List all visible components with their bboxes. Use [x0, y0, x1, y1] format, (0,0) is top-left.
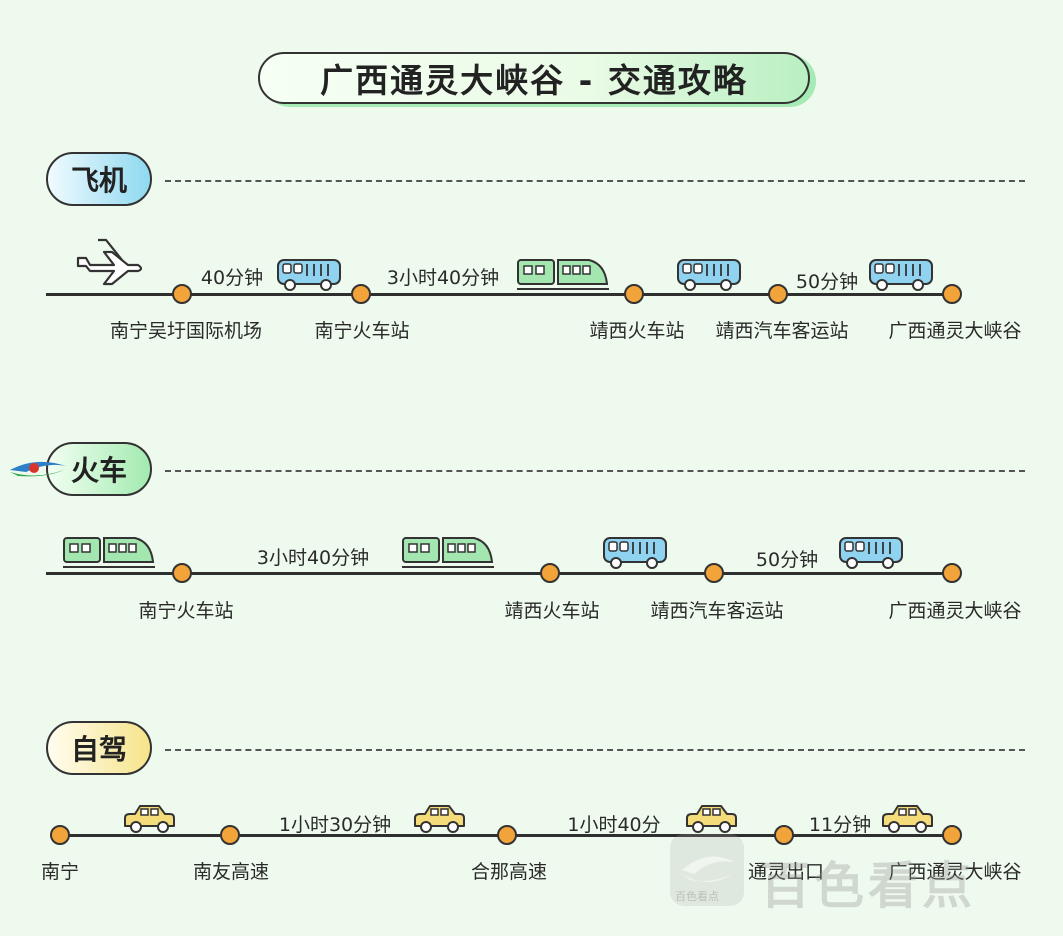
section-label-drive-text: 自驾	[70, 733, 127, 766]
route-line	[46, 293, 956, 296]
duration-label: 3小时40分钟	[256, 547, 370, 569]
stop-label: 靖西火车站	[589, 320, 685, 342]
section-label-plane: 飞机	[46, 152, 152, 206]
watermark-text: 百色看点	[760, 857, 976, 915]
route-node	[50, 825, 70, 845]
page-title-text: 广西通灵大峡谷 - 交通攻略	[320, 61, 748, 100]
car-icon	[882, 805, 933, 833]
train-icon	[402, 537, 494, 568]
car-icon	[414, 805, 465, 833]
route-node	[497, 825, 517, 845]
stop-label: 通灵出口	[747, 861, 825, 883]
route-node	[942, 563, 962, 583]
duration-label: 3小时40分钟	[386, 267, 500, 289]
route-line	[46, 572, 956, 575]
bus-icon	[277, 259, 341, 291]
watermark-logo-icon	[670, 834, 744, 906]
bus-icon	[839, 537, 903, 569]
watermark-sub: 百色看点	[675, 890, 719, 903]
section-label-train: 火车	[46, 442, 152, 496]
section-label-train-text: 火车	[70, 454, 127, 487]
duration-label: 11分钟	[808, 814, 872, 836]
route-node	[172, 563, 192, 583]
bus-icon	[603, 537, 667, 569]
car-icon	[686, 805, 737, 833]
stop-label: 广西通灵大峡谷	[888, 600, 1022, 622]
route-node	[942, 284, 962, 304]
page-title: 广西通灵大峡谷 - 交通攻略	[258, 52, 810, 104]
car-icon	[124, 805, 175, 833]
route-node	[768, 284, 788, 304]
section-label-drive: 自驾	[46, 721, 152, 775]
duration-label: 50分钟	[795, 271, 859, 293]
route-node	[172, 284, 192, 304]
route-node	[220, 825, 240, 845]
train-icon	[63, 537, 155, 568]
route-node	[942, 825, 962, 845]
train-icon	[517, 259, 609, 290]
stop-label: 靖西汽车客运站	[715, 320, 849, 342]
stop-label: 南友高速	[192, 861, 270, 883]
route-node	[540, 563, 560, 583]
stop-label: 南宁火车站	[138, 600, 234, 622]
duration-label: 1小时40分	[567, 814, 661, 836]
stop-label: 南宁火车站	[314, 320, 410, 342]
stop-label: 南宁吴圩国际机场	[109, 320, 263, 342]
section-divider	[165, 180, 1025, 182]
duration-label: 50分钟	[755, 549, 819, 571]
section-divider	[165, 470, 1025, 472]
route-node	[774, 825, 794, 845]
route-node	[624, 284, 644, 304]
plane-icon	[76, 238, 143, 286]
bus-icon	[677, 259, 741, 291]
route-node	[351, 284, 371, 304]
bus-icon	[869, 259, 933, 291]
stop-label: 合那高速	[470, 861, 548, 883]
stop-label: 南宁	[40, 861, 80, 883]
duration-label: 1小时30分钟	[278, 814, 392, 836]
stop-label: 靖西汽车客运站	[650, 600, 784, 622]
section-divider	[165, 749, 1025, 751]
logo-icon	[10, 461, 66, 477]
stop-label: 广西通灵大峡谷	[888, 320, 1022, 342]
stop-label: 靖西火车站	[504, 600, 600, 622]
route-node	[704, 563, 724, 583]
section-label-plane-text: 飞机	[70, 164, 127, 197]
stop-label: 广西通灵大峡谷	[888, 861, 1022, 883]
duration-label: 40分钟	[200, 267, 264, 289]
